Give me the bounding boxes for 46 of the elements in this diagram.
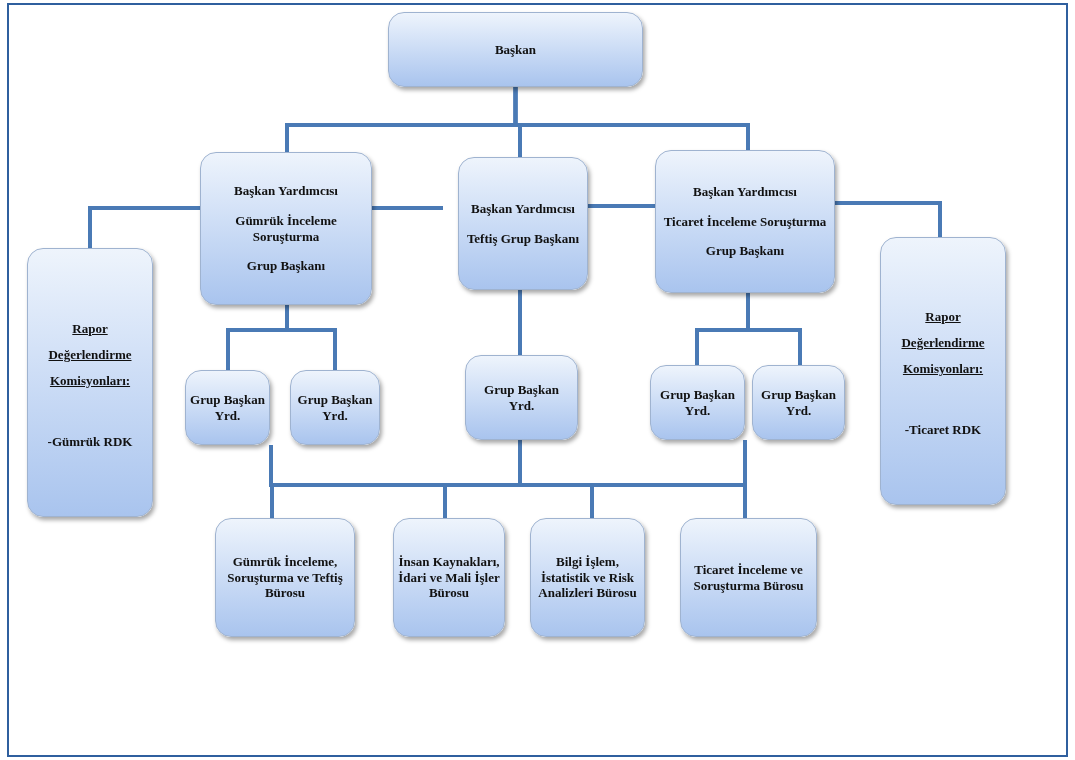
org-box — [27, 248, 153, 517]
org-box — [650, 365, 745, 440]
box-text: Grup Başkan Yrd. — [760, 386, 837, 419]
box-text: -Ticaret RDK — [904, 422, 982, 438]
connector-line — [835, 201, 942, 237]
box-text: Gümrük İnceleme Soruşturma — [234, 212, 338, 245]
connector-line — [518, 290, 522, 355]
box-text: Grup Başkanı — [246, 258, 326, 274]
org-box — [388, 12, 643, 87]
box-text: Grup Başkan Yrd. — [190, 391, 265, 424]
box-text: -Gümrük RDK — [47, 433, 133, 450]
box-text: Gümrük İnceleme, Soruşturma ve Teftiş Bürosu — [226, 554, 344, 601]
box-text: Başkan Yardımcısı — [234, 183, 338, 199]
box-text: Grup Başkan Yrd. — [483, 381, 560, 414]
connector-line — [513, 87, 750, 150]
box-text: Grup Başkan Yrd. — [296, 391, 374, 424]
committee-heading: Rapor Değerlendirme Komisyonları: — [47, 319, 133, 390]
org-box — [185, 370, 270, 445]
connector-line — [372, 206, 443, 210]
box-text: Başkan Yardımcısı — [693, 184, 797, 200]
org-box — [680, 518, 817, 637]
org-box — [530, 518, 645, 637]
box-text: Ticaret İnceleme Soruşturma — [663, 213, 827, 230]
org-box — [200, 152, 372, 305]
org-box — [393, 518, 505, 637]
box-text: Başkan Yardımcısı — [471, 200, 575, 217]
box-text: Grup Başkanı — [705, 243, 785, 259]
connector-line — [88, 206, 200, 248]
org-box — [465, 355, 578, 440]
box-text: Teftiş Grup Başkanı — [466, 230, 580, 247]
org-box — [290, 370, 380, 445]
org-box — [458, 157, 588, 290]
box-text: İnsan Kaynakları, İdari ve Mali İşler Bürosu — [398, 554, 500, 601]
box-text: Bilgi İşlem, İstatistik ve Risk Analizleri Bürosu — [537, 554, 638, 601]
box-text: Ticaret İnceleme ve Soruşturma Bürosu — [692, 561, 805, 594]
connector-line — [285, 305, 337, 370]
box-text: Başkan — [494, 41, 537, 58]
org-box — [752, 365, 845, 440]
org-box — [655, 150, 835, 293]
org-box — [215, 518, 355, 637]
org-box — [880, 237, 1006, 505]
connector-line — [743, 440, 747, 518]
box-text: Grup Başkan Yrd. — [659, 386, 736, 419]
committee-heading: Rapor Değerlendirme Komisyonları: — [900, 308, 986, 379]
connector-line — [588, 204, 655, 208]
connector-line — [746, 293, 802, 365]
